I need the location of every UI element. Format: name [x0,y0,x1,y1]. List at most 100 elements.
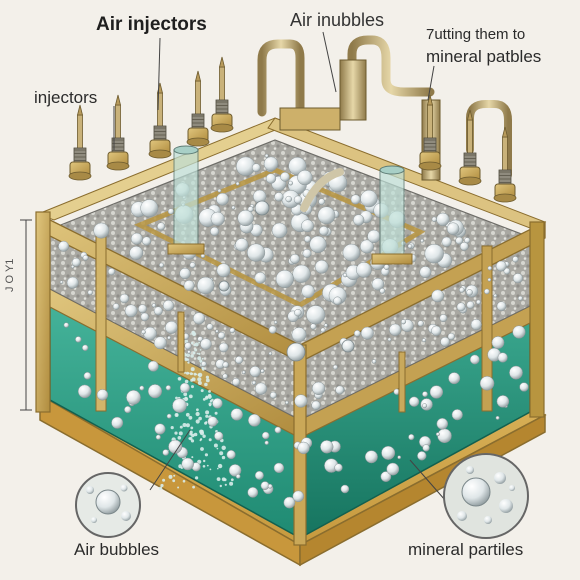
bubble [200,338,212,350]
bubble [435,432,440,437]
bubble [155,434,161,440]
plume-bubble [185,412,190,417]
plume-bubble [195,373,198,376]
bubble [429,385,444,399]
bubble [200,361,207,367]
bubble [207,416,218,427]
plume-bubble [193,332,196,335]
bubble-inset [75,472,141,538]
bubble [332,364,338,370]
bubble [187,350,191,354]
bubble [491,336,505,349]
bubble [371,359,377,364]
plume-bubble [191,385,194,389]
bubble [162,299,174,312]
bubble [283,496,296,509]
bubble [371,277,385,291]
plume-bubble [190,333,192,335]
bubble [124,304,138,318]
injectors-label: injectors [34,88,98,107]
bubble [293,195,303,204]
bubble [459,287,465,293]
bubble [422,403,428,409]
bubble [447,332,455,341]
bubble [271,222,288,239]
bubble [93,222,110,239]
bubble [286,342,306,362]
bubble [254,382,268,395]
plume-bubble [205,375,209,379]
bubble [140,199,159,218]
plume-bubble [185,353,188,357]
bubble [297,441,310,455]
bubble [143,326,157,341]
injector-nozzle-icon [418,94,442,171]
bubble [333,296,342,306]
plume-bubble [193,343,196,347]
plume-bubble [216,477,221,481]
bubble [364,450,378,464]
bubble [166,413,172,419]
bubble [487,265,493,271]
bubble [222,373,228,380]
plume-bubble [202,465,206,468]
bubble [422,391,428,397]
bubble [112,303,120,310]
plume-bubble [170,426,174,430]
bubble [251,380,257,385]
bubble [267,483,273,489]
bubble [151,303,157,308]
bubble [268,351,273,356]
plume-bubble [190,439,195,443]
plume-bubble [178,431,183,436]
bubble [63,322,69,328]
bubble [265,173,277,184]
bubble [206,323,214,331]
putting-line-2: mineral patbles [426,47,542,66]
bubble [431,216,437,222]
bubble [142,236,152,246]
bubble [241,370,246,375]
bubble [451,409,463,421]
bubble [247,206,254,213]
plume-bubble [209,468,212,471]
plume-bubble [224,483,227,486]
bubble [222,361,229,368]
bubble [495,260,507,272]
air-injectors-label: Air injectors [96,14,207,35]
plume-bubble [179,425,183,429]
injector-nozzle-icon [68,104,92,181]
bubble [107,268,116,276]
bubble [268,325,277,334]
bubble [320,327,326,333]
bubble [153,306,163,316]
bubble [269,391,277,399]
bubble [274,192,284,202]
bubble [408,396,420,407]
bubble [335,385,345,395]
bubble [153,336,167,350]
bubble [484,288,490,295]
bubble [82,344,89,351]
bubble [496,301,507,312]
bubble [154,423,166,435]
bubble [304,235,312,243]
bubble [400,319,407,325]
bubble [129,245,144,260]
plume-bubble [204,382,208,387]
plume-bubble [205,410,210,415]
bubble [356,262,372,278]
bubble [124,406,132,414]
plume-bubble [219,484,222,488]
bubble [159,262,164,268]
bubble [323,323,328,328]
plume-bubble [178,464,183,469]
bubble [422,444,430,452]
plume-bubble [198,416,202,421]
plume-bubble [182,397,185,400]
bubble [280,171,290,182]
bubble [264,153,269,158]
bubble [291,327,307,343]
